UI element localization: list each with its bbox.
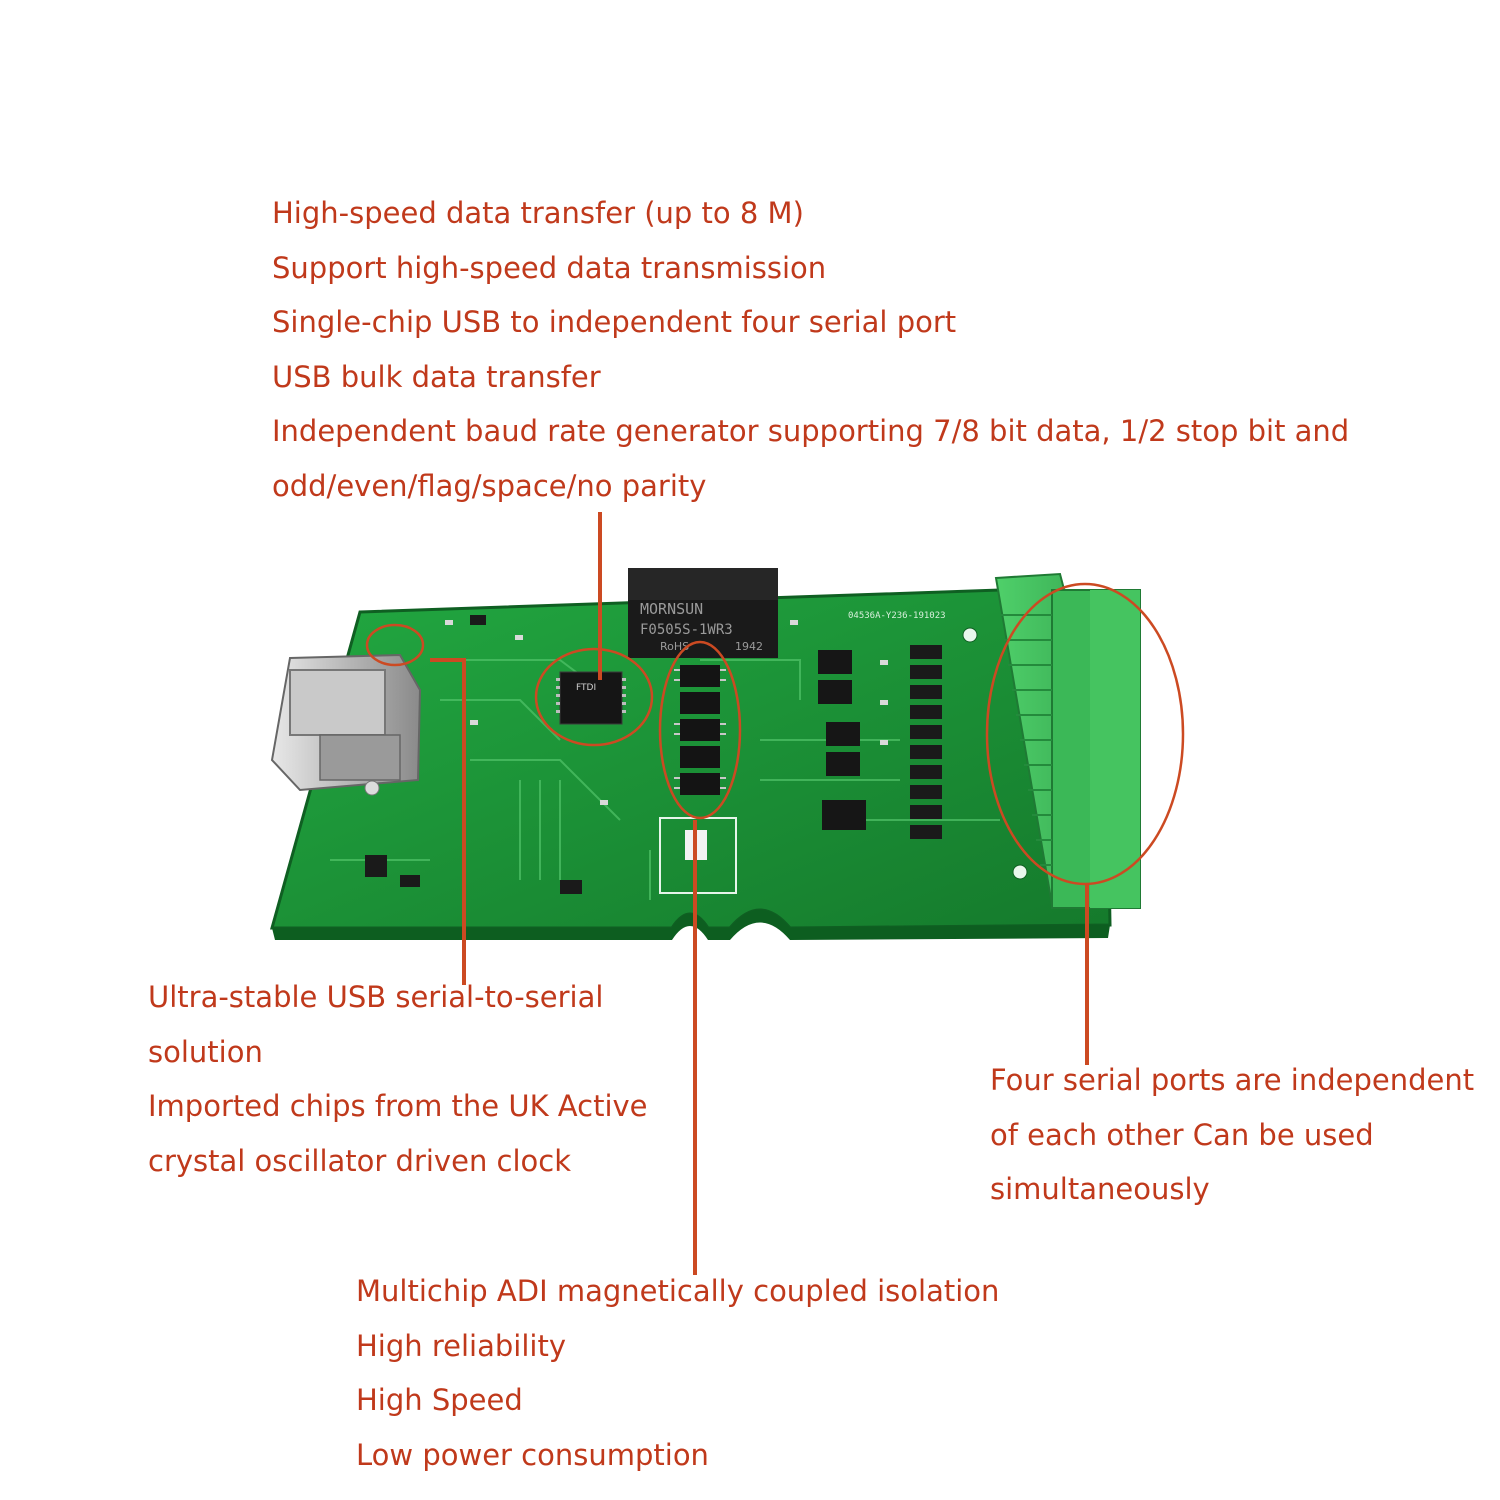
annotation-line: Ultra-stable USB serial-to-serial (148, 980, 604, 1014)
annotation-bottom: Multichip ADI magnetically coupled isola… (356, 1264, 999, 1482)
annotation-top: High-speed data transfer (up to 8 M) Sup… (272, 186, 1349, 514)
annotation-line: Low power consumption (356, 1437, 709, 1472)
annotation-line: of each other Can be used (990, 1117, 1374, 1152)
annotation-line: High-speed data transfer (up to 8 M) (272, 196, 804, 230)
annotation-right: Four serial ports are independent of eac… (990, 1053, 1474, 1217)
ftdi-chip: FTDI (556, 671, 626, 725)
annotation-line: Independent baud rate generator supporti… (272, 414, 1350, 449)
transceiver-chips (818, 650, 866, 830)
annotation-line: Four serial ports are independent (990, 1063, 1475, 1097)
protection-diodes (910, 645, 942, 839)
isolator-chips (680, 665, 720, 795)
annotation-line: High reliability (356, 1328, 566, 1363)
annotation-line: crystal oscillator driven clock (148, 1143, 572, 1178)
annotation-line: odd/even/flag/space/no parity (272, 468, 707, 503)
annotation-left: Ultra-stable USB serial-to-serial soluti… (148, 970, 648, 1188)
annotation-line: simultaneously (990, 1172, 1210, 1207)
annotation-line: Multichip ADI magnetically coupled isola… (356, 1274, 1000, 1308)
annotation-line: USB bulk data transfer (272, 359, 601, 394)
leader-lines (430, 512, 1089, 1275)
terminal-block (994, 572, 1142, 909)
dcdc-module: MORNSUN F0505S-1WR3 RoHS 1942 (628, 568, 778, 658)
usb-connector (270, 653, 422, 796)
annotation-line: Single-chip USB to independent four seri… (272, 305, 957, 340)
svg-text:FTDI: FTDI (576, 683, 596, 693)
annotation-line: solution (148, 1034, 263, 1069)
svg-text:04536A-Y236-191023: 04536A-Y236-191023 (848, 611, 946, 621)
svg-text:1942: 1942 (735, 640, 763, 653)
annotation-line: Imported chips from the UK Active (148, 1089, 648, 1124)
svg-text:MORNSUN: MORNSUN (640, 600, 703, 618)
annotation-line: Support high-speed data transmission (272, 250, 827, 285)
svg-text:F0505S-1WR3: F0505S-1WR3 (640, 622, 733, 638)
highlight-circles (365, 582, 1185, 886)
svg-text:RoHS: RoHS (660, 640, 689, 653)
annotation-line: High Speed (356, 1383, 523, 1418)
